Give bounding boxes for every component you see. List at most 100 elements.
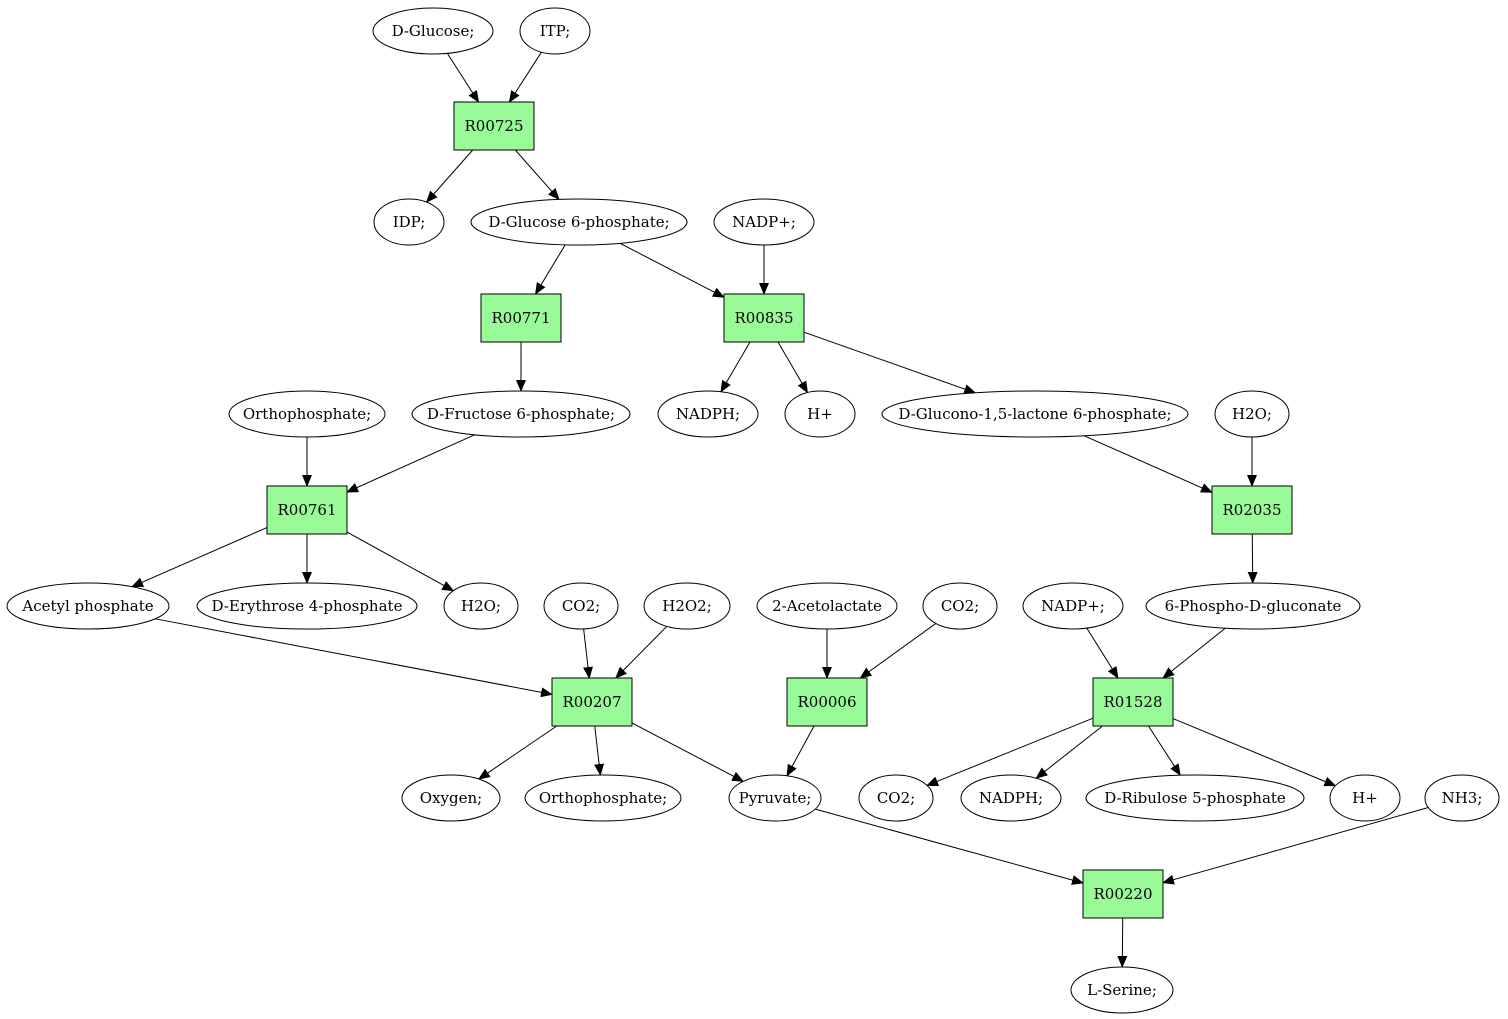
compound-node-nadph1[interactable]: NADPH; (657, 390, 759, 438)
compound-label: NH3; (1442, 789, 1483, 807)
reaction-node-r00725[interactable]: R00725 (453, 101, 535, 151)
edge-r_R01528-to-c_hplus2 (1172, 718, 1337, 787)
reaction-node-r00761[interactable]: R00761 (266, 485, 348, 535)
reaction-node-r01528[interactable]: R01528 (1092, 677, 1174, 727)
edge-r_R01528-to-c_nadph2 (1035, 725, 1103, 779)
reaction-box (1092, 677, 1174, 727)
compound-node-nadph2[interactable]: NADPH; (960, 774, 1062, 822)
compound-shape (784, 390, 856, 438)
compound-node-co2a[interactable]: CO2; (543, 582, 619, 630)
compound-shape (756, 582, 898, 630)
compound-label: D-Glucose; (392, 22, 475, 40)
compound-node-nadp2[interactable]: NADP+; (1022, 582, 1124, 630)
edge-r_R00207-to-c_orthophosphate2 (594, 725, 605, 777)
edge-c_h2o2b-to-r_R00207 (615, 625, 668, 679)
reaction-node-r00220[interactable]: R00220 (1082, 869, 1164, 919)
edge-c_itp-to-r_R00725 (508, 51, 542, 103)
compound-shape (1022, 582, 1124, 630)
compound-label: IDP; (393, 213, 426, 231)
edge-c_pyruvate-to-r_R00220 (815, 808, 1084, 885)
compound-label: D-Fructose 6-phosphate; (427, 405, 615, 423)
compound-shape (1329, 774, 1401, 822)
compound-label: CO2; (941, 597, 979, 615)
reaction-box (1211, 485, 1293, 535)
compound-shape (922, 582, 998, 630)
edge-c_nh3-to-r_R00220 (1162, 807, 1429, 885)
edge-c_g6p-to-r_R00771 (534, 244, 566, 295)
reaction-label: R00761 (277, 501, 336, 519)
reaction-label: R02035 (1222, 501, 1281, 519)
compound-label: L-Serine; (1087, 981, 1157, 999)
reaction-label: R00771 (491, 309, 550, 327)
compound-label: CO2; (562, 597, 600, 615)
compound-label: Pyruvate; (739, 789, 812, 807)
reaction-node-r00006[interactable]: R00006 (786, 677, 868, 727)
reaction-box (453, 101, 535, 151)
edge-r_R00006-to-c_pyruvate (786, 725, 815, 777)
compound-label: NADPH; (979, 789, 1043, 807)
edge-r_R00207-to-c_oxygen (477, 725, 558, 780)
edge-c_acetylp-to-r_R00207 (155, 618, 553, 698)
compound-label: 2-Acetolactate (772, 597, 882, 615)
edge-c_6pg-to-r_R01528 (1162, 627, 1226, 679)
compound-node-co2b[interactable]: CO2; (922, 582, 998, 630)
edge-r_R00207-to-c_pyruvate (631, 722, 745, 782)
edge-c_co2b-to-r_R00006 (859, 623, 937, 679)
compound-node-nadp1[interactable]: NADP+; (713, 198, 815, 246)
edge-r_R02035-to-c_6pg (1247, 533, 1258, 585)
compound-node-oxygen[interactable]: Oxygen; (401, 774, 501, 822)
compound-node-g6p[interactable]: D-Glucose 6-phosphate; (470, 198, 688, 246)
compound-shape (858, 774, 934, 822)
edges-layer (131, 51, 1429, 969)
compound-label: Orthophosphate; (539, 789, 667, 807)
reaction-box (266, 485, 348, 535)
edge-r_R00761-to-c_h2o2 (346, 531, 455, 592)
reaction-label: R00220 (1093, 885, 1152, 903)
reaction-node-r00835[interactable]: R00835 (723, 293, 805, 343)
compound-label: D-Glucono-1,5-lactone 6-phosphate; (898, 405, 1171, 423)
reaction-node-r02035[interactable]: R02035 (1211, 485, 1293, 535)
compound-node-pyruvate[interactable]: Pyruvate; (728, 774, 822, 822)
compound-shape (6, 582, 170, 630)
compound-label: Orthophosphate; (243, 405, 371, 423)
compound-label: Acetyl phosphate (21, 597, 153, 615)
compound-node-hplus1[interactable]: H+ (784, 390, 856, 438)
compound-shape (643, 582, 731, 630)
compound-shape (443, 582, 519, 630)
compound-node-ribulose[interactable]: D-Ribulose 5-phosphate (1085, 774, 1305, 822)
compound-shape (1085, 774, 1305, 822)
reaction-node-r00771[interactable]: R00771 (480, 293, 562, 343)
compound-node-h2o2[interactable]: H2O; (443, 582, 519, 630)
compound-node-f6p[interactable]: D-Fructose 6-phosphate; (411, 390, 631, 438)
edge-c_dglucose-to-r_R00725 (446, 53, 480, 103)
reaction-box (786, 677, 868, 727)
compound-shape (1145, 582, 1361, 630)
compound-node-itp[interactable]: ITP; (519, 7, 591, 55)
compound-label: D-Glucose 6-phosphate; (488, 213, 669, 231)
reaction-box (1082, 869, 1164, 919)
compound-shape (524, 774, 682, 822)
compound-node-glucono[interactable]: D-Glucono-1,5-lactone 6-phosphate; (881, 390, 1189, 438)
edge-r_R01528-to-c_co2c (926, 717, 1094, 786)
compound-node-acetolactate[interactable]: 2-Acetolactate (756, 582, 898, 630)
compound-node-dglucose[interactable]: D-Glucose; (372, 7, 494, 55)
reaction-label: R00835 (734, 309, 793, 327)
compound-node-6pg[interactable]: 6-Phospho-D-gluconate (1145, 582, 1361, 630)
reaction-node-r00207[interactable]: R00207 (551, 677, 633, 727)
compound-node-h2o2b[interactable]: H2O2; (643, 582, 731, 630)
reaction-label: R00725 (464, 117, 523, 135)
compound-node-nh3[interactable]: NH3; (1424, 774, 1500, 822)
compound-node-h2o1[interactable]: H2O; (1214, 390, 1290, 438)
compound-label: 6-Phospho-D-gluconate (1165, 597, 1342, 615)
compound-node-lserine[interactable]: L-Serine; (1070, 966, 1174, 1014)
compound-node-acetylp[interactable]: Acetyl phosphate (6, 582, 170, 630)
compound-shape (960, 774, 1062, 822)
compound-node-orthophosphate2[interactable]: Orthophosphate; (524, 774, 682, 822)
compound-node-idp[interactable]: IDP; (373, 198, 445, 246)
compound-shape (657, 390, 759, 438)
compound-node-co2c[interactable]: CO2; (858, 774, 934, 822)
compound-node-hplus2[interactable]: H+ (1329, 774, 1401, 822)
compound-label: H2O; (461, 597, 501, 615)
compound-node-orthophosphate1[interactable]: Orthophosphate; (228, 390, 386, 438)
compound-node-e4p[interactable]: D-Erythrose 4-phosphate (196, 582, 418, 630)
